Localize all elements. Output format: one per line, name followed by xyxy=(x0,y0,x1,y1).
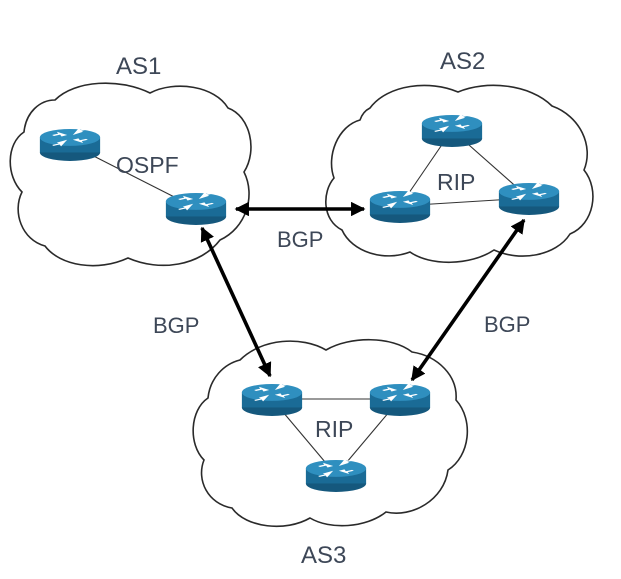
router-icon xyxy=(39,128,101,161)
as2-label: AS2 xyxy=(440,48,485,75)
router-icon xyxy=(241,383,303,416)
router-icon xyxy=(305,459,367,492)
router-icon xyxy=(369,190,431,223)
as1-protocol-label: OSPF xyxy=(116,152,179,178)
as3-label: AS3 xyxy=(301,542,346,569)
as1-label: AS1 xyxy=(116,53,161,80)
bgp-label-as1-as2: BGP xyxy=(277,227,323,252)
router-icon xyxy=(369,383,431,416)
router-icon xyxy=(421,114,483,147)
router-icon xyxy=(165,192,227,225)
bgp-link-as2-as3 xyxy=(410,218,526,382)
as2-protocol-label: RIP xyxy=(437,169,475,195)
bgp-link-as1-as3 xyxy=(200,226,272,378)
bgp-label-as2-as3: BGP xyxy=(484,312,530,337)
router-icon xyxy=(498,182,560,215)
as3-protocol-label: RIP xyxy=(315,416,353,442)
bgp-label-as1-as3: BGP xyxy=(153,313,199,338)
